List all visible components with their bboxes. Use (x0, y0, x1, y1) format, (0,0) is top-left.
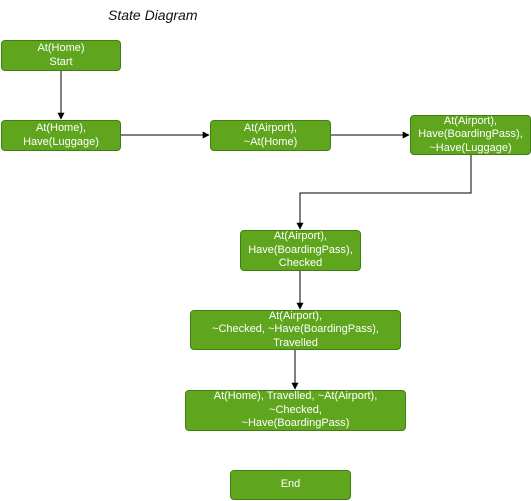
state-s3-label: At(Airport), ~At(Home) (243, 122, 298, 148)
state-s4[interactable]: At(Airport), Have(BoardingPass), ~Have(L… (410, 115, 531, 155)
arrow-s4-to-s5 (296, 155, 472, 230)
state-s3[interactable]: At(Airport), ~At(Home) (210, 120, 331, 151)
state-s2[interactable]: At(Home), Have(Luggage) (1, 120, 121, 151)
state-s5-label: At(Airport), Have(BoardingPass), Checked (248, 230, 353, 270)
state-s1-label: At(Home) Start (37, 42, 85, 68)
state-s6[interactable]: At(Airport), ~Checked, ~Have(BoardingPas… (190, 310, 401, 350)
state-s7[interactable]: At(Home), Travelled, ~At(Airport), ~Chec… (185, 390, 406, 431)
state-s8-label: End (280, 478, 301, 491)
state-s4-label: At(Airport), Have(BoardingPass), ~Have(L… (418, 114, 523, 154)
state-s7-label: At(Home), Travelled, ~At(Airport), ~Chec… (213, 390, 378, 430)
state-s5[interactable]: At(Airport), Have(BoardingPass), Checked (240, 230, 361, 271)
state-s1[interactable]: At(Home) Start (1, 40, 121, 71)
state-s6-label: At(Airport), ~Checked, ~Have(BoardingPas… (212, 309, 379, 349)
state-s2-label: At(Home), Have(Luggage) (23, 122, 99, 148)
diagram-title: State Diagram (108, 7, 198, 23)
state-s8[interactable]: End (230, 470, 351, 500)
